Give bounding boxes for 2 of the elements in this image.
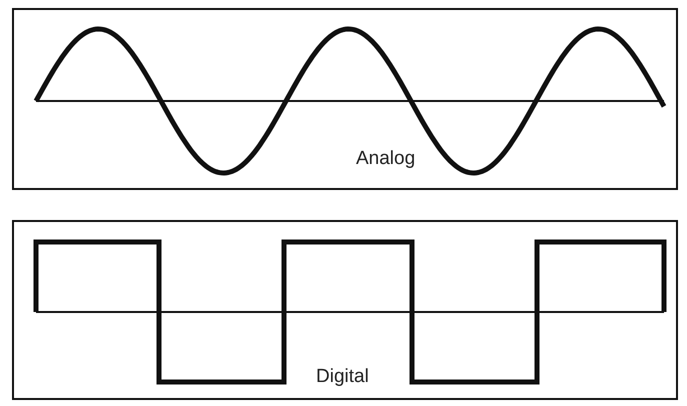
signal-panel (12, 8, 678, 190)
signal-panel (12, 220, 678, 400)
